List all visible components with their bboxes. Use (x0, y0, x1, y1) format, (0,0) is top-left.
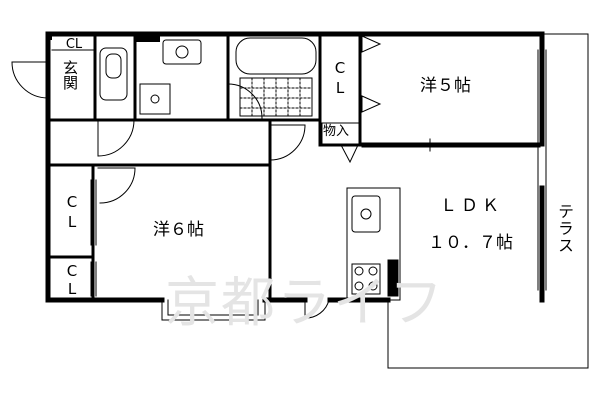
storage-label: 物入 (323, 124, 350, 139)
watermark: 京都ライフ (165, 271, 445, 334)
closet-label-west5: C L (334, 59, 346, 97)
room-west-6-label: 洋６帖 (153, 220, 204, 240)
interior-walls (46, 32, 544, 302)
structural-columns (46, 34, 160, 42)
closet-label-small: C L (66, 262, 78, 298)
closet-label-west6: C L (66, 193, 78, 231)
terrace-label: テラス (555, 203, 574, 254)
ldk-label: ＬＤＫ (440, 196, 503, 216)
closet-label-entrance: CL (65, 37, 83, 52)
entrance-label: 玄関 (61, 60, 79, 90)
room-west-5-label: 洋５帖 (420, 76, 471, 96)
thin-lines (11, 33, 589, 369)
ldk-size-label: １０．７帖 (428, 233, 513, 253)
